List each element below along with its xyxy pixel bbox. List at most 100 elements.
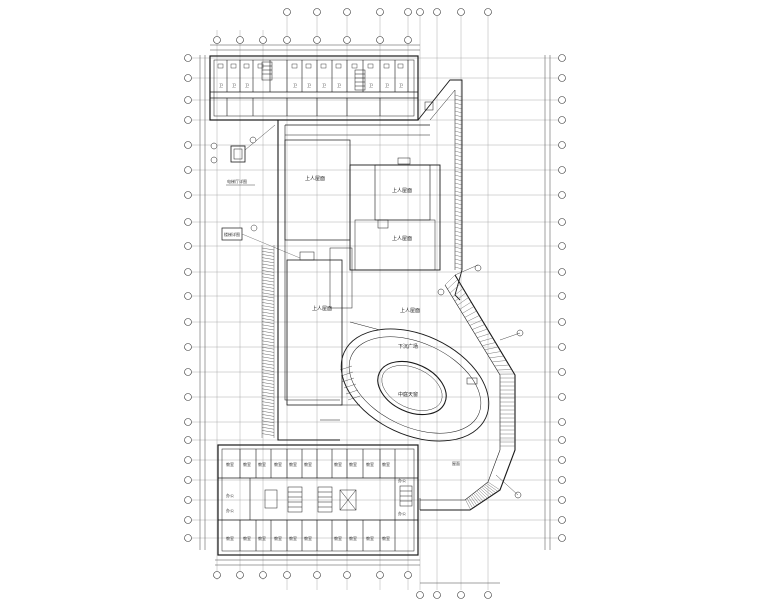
room-label: 办公: [226, 492, 234, 498]
stair-detail-title: 电梯厅详图: [227, 178, 247, 184]
hatch-line: [261, 279, 275, 283]
hatch-line: [261, 391, 275, 395]
hatch-line: [454, 110, 463, 114]
hatch-line: [483, 485, 494, 495]
roof-label-se: 屋面: [452, 460, 460, 466]
hatch-line: [454, 250, 463, 254]
hatch-line: [261, 311, 275, 315]
hatch-line: [452, 288, 464, 298]
main-room-labels: 上人屋面 上人屋面 上人屋面 上人屋面 上人屋面 下沉广场 中庭天窗 屋面: [305, 175, 460, 466]
room-label: 教室: [243, 461, 251, 467]
hatch-line: [454, 158, 463, 162]
room-label: 教室: [289, 535, 297, 541]
stair-detail-callout: [210, 124, 276, 164]
hatch-line: [454, 198, 463, 202]
hatch-line: [464, 310, 477, 318]
room-label: 教室: [349, 535, 357, 541]
hatch-line: [454, 106, 463, 110]
hatch-line: [474, 491, 484, 502]
small-detail-box: 楼梯详图: [221, 224, 301, 259]
hatch-line: [261, 308, 275, 312]
hatch-line: [261, 410, 275, 414]
hatch-line: [261, 356, 275, 360]
roof-label-upper-left: 上人屋面: [305, 175, 325, 182]
hatch-line: [261, 270, 275, 273]
hatch-line: [449, 283, 461, 294]
hatch-line: [261, 362, 275, 366]
hatch-line: [454, 218, 463, 222]
hatch-line: [261, 330, 275, 334]
hatch-line: [261, 414, 275, 417]
hatch-line: [261, 314, 275, 318]
axis-bubbles-bottom: [213, 571, 492, 599]
hatch-line: [470, 495, 478, 506]
room-label: 教室: [366, 461, 374, 467]
room-label: 教室: [258, 535, 266, 541]
room-label: 教室: [304, 461, 312, 467]
hatch-line: [486, 483, 499, 492]
hatch-line: [261, 378, 275, 382]
hatch-line: [457, 297, 469, 306]
hatch-line: [261, 286, 275, 289]
room-label: 教室: [274, 535, 282, 541]
atrium: [339, 321, 490, 442]
hatch-line: [466, 498, 473, 509]
hatch-line: [454, 222, 463, 226]
hatch-line: [454, 94, 463, 98]
hatch-line: [454, 150, 463, 154]
hatch-line: [261, 247, 275, 251]
hatch-line: [261, 401, 275, 404]
room-label: 教室: [349, 461, 357, 467]
room-label: 教室: [226, 461, 234, 467]
hatch-line: [454, 118, 463, 122]
hatch-line: [496, 369, 512, 371]
hatch-line: [261, 321, 275, 324]
hatch-line: [261, 359, 275, 363]
room-label: 教室: [258, 461, 266, 467]
hatch-line: [454, 254, 463, 258]
atrium-ring-label: 下沉广场: [398, 343, 418, 350]
hatch-line: [454, 246, 463, 250]
hatch-line: [261, 276, 275, 280]
hatch-line: [261, 420, 275, 424]
room-label: 卫: [232, 83, 236, 88]
hatch-line: [261, 388, 275, 392]
hatch-line: [261, 353, 275, 356]
hatch-line: [478, 489, 488, 499]
hatch-line: [454, 166, 463, 170]
hatch-line: [472, 324, 485, 330]
hatch-line: [479, 337, 493, 342]
room-label: 教室: [243, 535, 251, 541]
hatch-line: [261, 426, 275, 430]
room-label: 教室: [382, 535, 390, 541]
axis-bubbles-right: [558, 54, 566, 542]
atrium-center-label: 中庭天窗: [398, 391, 418, 398]
room-label: 教室: [226, 535, 234, 541]
hatch-line: [487, 481, 501, 491]
hatch-line: [447, 279, 458, 290]
room-label: 教室: [274, 461, 282, 467]
hatch-line: [261, 282, 275, 286]
hatch-line: [261, 295, 275, 299]
hatch-line: [261, 343, 275, 347]
hatch-line: [492, 360, 507, 363]
hatch-line: [454, 170, 463, 174]
main-building-outline: [277, 79, 463, 441]
hatch-line: [454, 142, 463, 146]
room-label: 卫: [399, 83, 403, 88]
hatch-line: [454, 102, 463, 106]
hatch-line: [454, 194, 463, 198]
hatch-line: [261, 340, 275, 344]
hatch-line: [481, 486, 492, 496]
hatch-line: [261, 385, 275, 388]
hatch-line: [454, 182, 463, 186]
room-label: 卫: [369, 83, 373, 88]
hatch-line: [454, 98, 463, 102]
hatch-line: [479, 488, 490, 498]
hatch-line: [261, 292, 275, 296]
hatch-line: [261, 337, 275, 340]
room-label: 卫: [245, 83, 249, 88]
hatch-line: [261, 289, 275, 292]
hatch-line: [261, 298, 275, 302]
hatch-line: [261, 263, 275, 267]
